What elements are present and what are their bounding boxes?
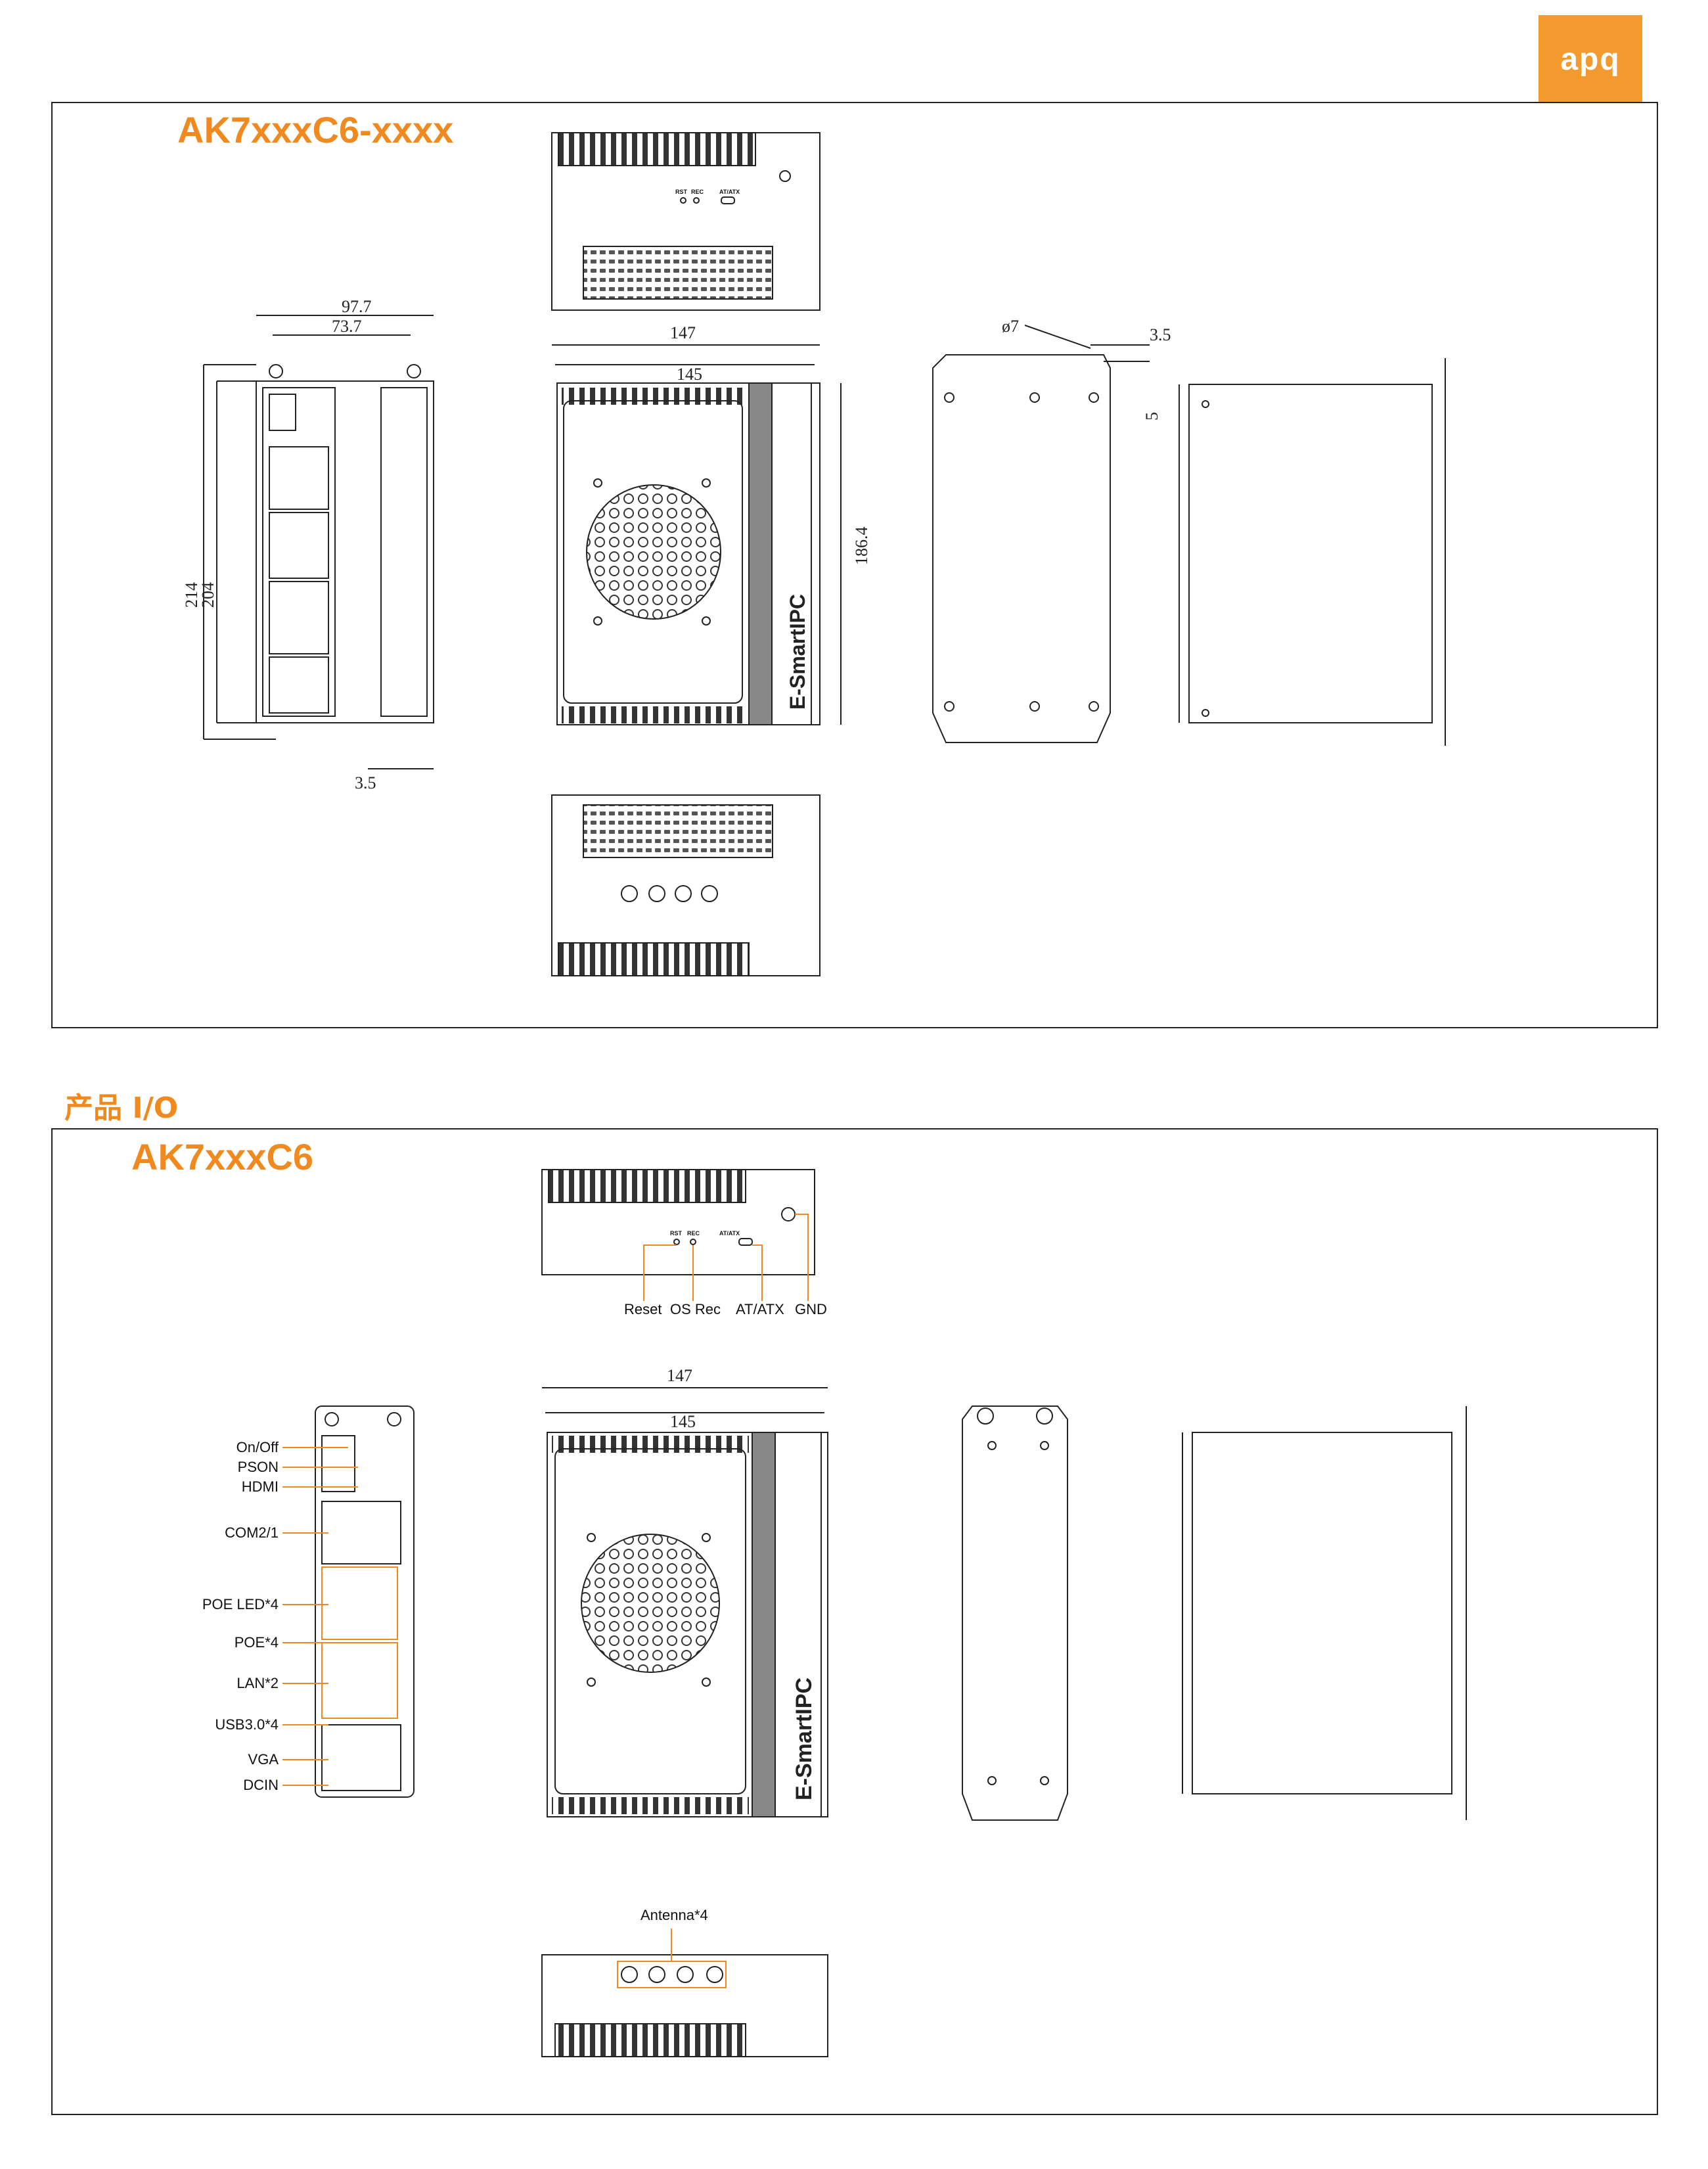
callout-lan: LAN*2 [236, 1675, 279, 1691]
io-side-brand-text: E-SmartIPC [792, 1678, 817, 1800]
brand-logo: apq [1539, 15, 1642, 103]
svg-text:RST: RST [670, 1230, 683, 1237]
dim-97-7: 97.7 [342, 297, 372, 316]
side-brand-text: E-SmartIPC [786, 594, 809, 710]
dim-145: 145 [677, 365, 702, 384]
mounting-plate-drawing [932, 325, 1150, 743]
callout-gnd: GND [795, 1301, 827, 1317]
bottom-view-drawing [551, 794, 820, 976]
svg-text:AT/ATX: AT/ATX [719, 189, 740, 195]
dim-204: 204 [198, 582, 217, 608]
dim-147: 147 [670, 323, 696, 342]
callout-os-rec: OS Rec [670, 1301, 721, 1317]
top-view-drawing: RST REC AT/ATX [551, 132, 820, 311]
io-front-view-drawing [282, 1405, 415, 1798]
callout-usb: USB3.0*4 [215, 1716, 279, 1733]
callout-on-off: On/Off [236, 1439, 279, 1455]
io-mounting-plate-drawing [962, 1405, 1068, 1821]
callout-vga: VGA [248, 1751, 279, 1768]
side-view-drawing [552, 344, 842, 725]
dim-73-7: 73.7 [332, 317, 362, 336]
dim-offset-x: 3.5 [1150, 325, 1171, 344]
logo-text: apq [1560, 41, 1621, 77]
io-section-heading: 产品 I/O [64, 1091, 179, 1125]
callout-at-atx: AT/ATX [736, 1301, 784, 1317]
io-side-view-drawing [542, 1387, 828, 1817]
model-title-top: AK7xxxC6-xxxx [177, 109, 454, 150]
dim-hole: ø7 [1002, 317, 1019, 336]
callout-pson: PSON [238, 1459, 279, 1475]
svg-text:REC: REC [691, 189, 704, 195]
dim-214: 214 [182, 582, 201, 608]
io-bottom-view-drawing [541, 1929, 828, 2057]
callout-dcin: DCIN [243, 1777, 279, 1793]
callout-com: COM2/1 [225, 1524, 279, 1541]
front-view-drawing [203, 315, 434, 769]
callout-poe-led: POE LED*4 [202, 1596, 279, 1612]
drawing-frame-top [51, 102, 1658, 1028]
dim-3-5: 3.5 [355, 773, 376, 792]
callout-hdmi: HDMI [242, 1478, 279, 1495]
model-title-io: AK7xxxC6 [131, 1136, 314, 1177]
io-top-view-drawing: RST REC AT/ATX [541, 1169, 815, 1301]
svg-text:AT/ATX: AT/ATX [719, 1230, 740, 1237]
right-side-view-drawing [1179, 358, 1446, 746]
dim-186-4: 186.4 [852, 527, 871, 566]
io-dim-145: 145 [670, 1412, 696, 1431]
callout-antenna: Antenna*4 [640, 1907, 708, 1923]
svg-text:REC: REC [687, 1230, 700, 1237]
io-dim-147: 147 [667, 1366, 692, 1385]
drawing-frame-io [51, 1128, 1658, 2115]
callout-reset: Reset [624, 1301, 662, 1317]
io-right-side-view-drawing [1182, 1406, 1467, 1820]
callout-poe: POE*4 [235, 1634, 279, 1651]
dim-offset-y: 5 [1142, 412, 1161, 421]
svg-text:RST: RST [675, 189, 688, 195]
